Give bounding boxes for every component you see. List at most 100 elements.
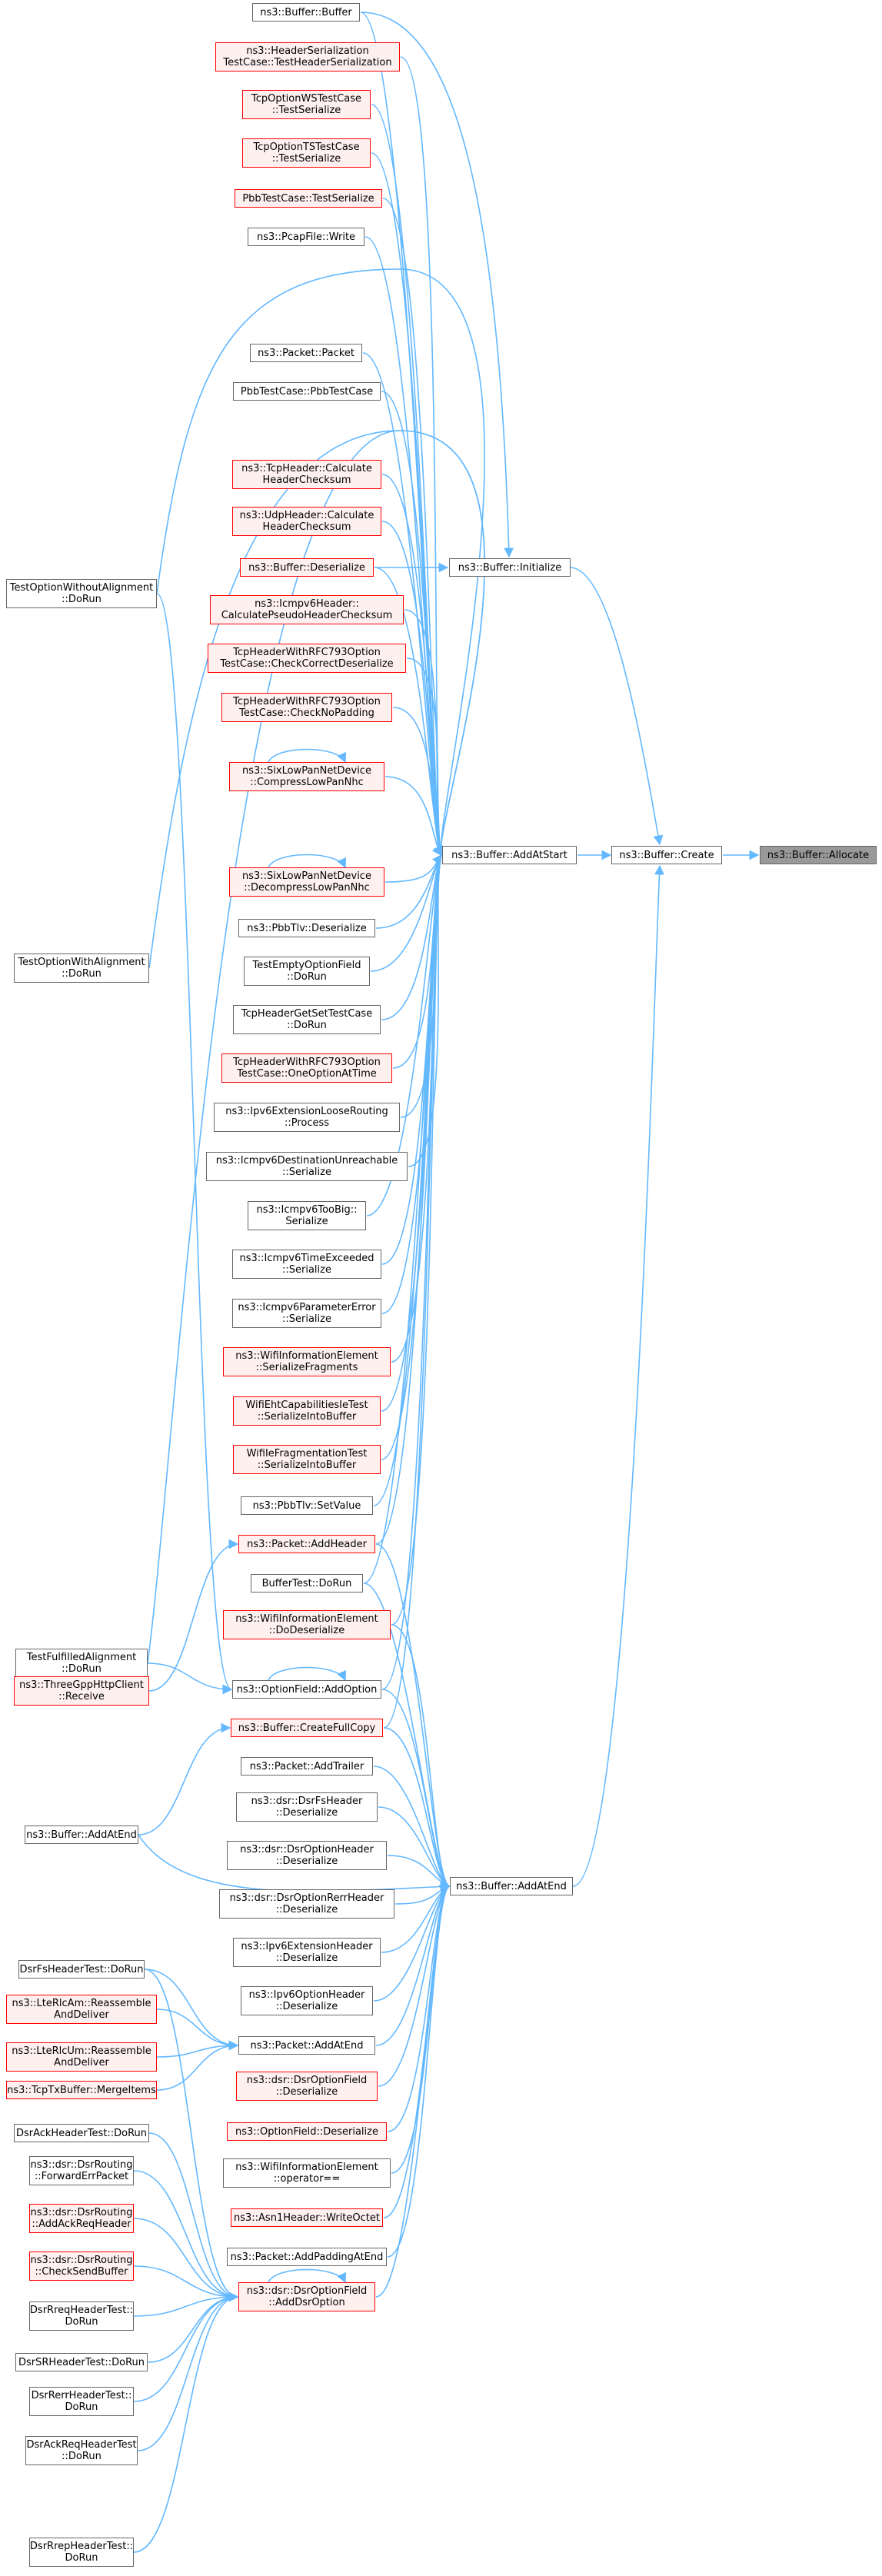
node-wifiserfrag[interactable]: ns3::WifiInformationElement ::SerializeF…	[223, 1347, 391, 1376]
edge-to-addatend-1	[363, 1583, 451, 1888]
node-dsrfstest[interactable]: DsrFsHeaderTest::DoRun	[18, 1960, 145, 1979]
node-dsrfwderr[interactable]: ns3::dsr::DsrRouting ::ForwardErrPacket	[29, 2156, 134, 2185]
node-bufaddatend2[interactable]: ns3::Buffer::AddAtEnd	[25, 1825, 138, 1844]
node-optfielddeser[interactable]: ns3::OptionField::Deserialize	[227, 2122, 387, 2141]
node-addatend[interactable]: ns3::Buffer::AddAtEnd	[450, 1877, 573, 1895]
node-tcpts[interactable]: TcpOptionTSTestCase ::TestSerialize	[242, 138, 371, 168]
edge-self-loop-2	[268, 1666, 347, 1682]
edge-to-addatstart-22	[366, 854, 442, 1216]
edge-bufaddatend2-createfull	[138, 1722, 231, 1835]
node-dsroptheaderdeser[interactable]: ns3::dsr::DsrOptionHeader ::Deserialize	[227, 1841, 387, 1870]
node-tcp793correct[interactable]: TcpHeaderWithRFC793Option TestCase::Chec…	[208, 644, 406, 673]
edge-self-loop-1	[268, 854, 347, 869]
edge-left-addatstart-0	[156, 268, 485, 857]
edge-to-addatend-3	[381, 1689, 451, 1888]
edge-to-dsraddopt-5	[147, 2291, 239, 2363]
node-tcpwithalign[interactable]: TestOptionWithAlignment ::DoRun	[14, 954, 149, 983]
node-tcpemptyopt[interactable]: TestEmptyOptionField ::DoRun	[244, 957, 370, 986]
node-tcpws[interactable]: TcpOptionWSTestCase ::TestSerialize	[242, 90, 371, 119]
edge-to-dsraddopt-9	[144, 1969, 239, 2302]
node-tcptxmerge[interactable]: ns3::TcpTxBuffer::MergeItems	[6, 2081, 157, 2099]
node-tcpcalc[interactable]: ns3::TcpHeader::Calculate HeaderChecksum	[232, 460, 381, 489]
node-dsrrreptest[interactable]: DsrRrepHeaderTest:: DoRun	[29, 2538, 134, 2567]
node-wifieht[interactable]: WifiEhtCapabilitiesIeTest ::SerializeInt…	[233, 1396, 381, 1426]
node-buftestdorun[interactable]: BufferTest::DoRun	[251, 1574, 363, 1593]
edge-to-pktaddatend-2	[156, 2040, 239, 2091]
node-icmp6param[interactable]: ns3::Icmpv6ParameterError ::Serialize	[232, 1299, 381, 1328]
node-pcapwrite[interactable]: ns3::PcapFile::Write	[248, 228, 364, 246]
node-bufcreatefull[interactable]: ns3::Buffer::CreateFullCopy	[231, 1719, 383, 1737]
edge-to-addatstart-30	[363, 854, 442, 1584]
edge-to-dsraddopt-1	[133, 2170, 239, 2302]
node-sixcompress[interactable]: ns3::SixLowPanNetDevice ::CompressLowPan…	[229, 762, 384, 791]
node-dsrrreqtest[interactable]: DsrRreqHeaderTest:: DoRun	[29, 2301, 134, 2331]
edge-to-dsraddopt-7	[137, 2291, 239, 2451]
node-bufdeser[interactable]: ns3::Buffer::Deserialize	[240, 558, 374, 577]
edge-to-pktaddatend-0	[156, 2009, 239, 2051]
node-wifiopeq[interactable]: ns3::WifiInformationElement ::operator==	[223, 2158, 391, 2188]
node-dsraddopt[interactable]: ns3::dsr::DsrOptionField ::AddDsrOption	[238, 2282, 375, 2311]
node-allocate[interactable]: ns3::Buffer::Allocate	[760, 846, 877, 864]
node-tcp793nopad[interactable]: TcpHeaderWithRFC793Option TestCase::Chec…	[221, 693, 392, 722]
node-tcpfulfilled[interactable]: TestFulfilledAlignment ::DoRun	[15, 1649, 148, 1678]
node-wifidodeser[interactable]: ns3::WifiInformationElement ::DoDeserial…	[223, 1610, 391, 1639]
node-wifiiefrag[interactable]: WifiIeFragmentationTest ::SerializeIntoB…	[233, 1445, 381, 1474]
node-optaddoption[interactable]: ns3::OptionField::AddOption	[232, 1680, 381, 1699]
node-hdrser[interactable]: ns3::HeaderSerialization TestCase::TestH…	[215, 42, 400, 72]
node-ipv6optdeser[interactable]: ns3::Ipv6OptionHeader ::Deserialize	[241, 1986, 373, 2015]
node-pktpkt[interactable]: ns3::Packet::Packet	[250, 344, 362, 362]
node-dsrfsdeser[interactable]: ns3::dsr::DsrFsHeader ::Deserialize	[236, 1792, 378, 1822]
node-ipv6extdeser[interactable]: ns3::Ipv6ExtensionHeader ::Deserialize	[233, 1938, 381, 1967]
edge-to-addatend-11	[375, 1885, 451, 2046]
node-dsrchecksend[interactable]: ns3::dsr::DsrRouting ::CheckSendBuffer	[29, 2252, 134, 2281]
node-dsrrerrtest[interactable]: DsrRerrHeaderTest:: DoRun	[29, 2387, 134, 2416]
node-pbbser[interactable]: PbbTestCase::TestSerialize	[235, 189, 382, 208]
node-dsracktest[interactable]: DsrAckHeaderTest::DoRun	[14, 2124, 149, 2142]
graph-edges	[133, 12, 760, 2553]
edge-to-addatstart-18	[381, 854, 442, 1020]
node-lteum[interactable]: ns3::LteRlcUm::Reassemble AndDeliver	[6, 2042, 157, 2072]
edge-to-addatstart-13	[392, 707, 442, 857]
node-threegpp[interactable]: ns3::ThreeGppHttpClient ::Receive	[14, 1676, 149, 1706]
node-addatstart[interactable]: ns3::Buffer::AddAtStart	[442, 846, 577, 864]
node-icmp6dest[interactable]: ns3::Icmpv6DestinationUnreachable ::Seri…	[206, 1152, 408, 1181]
node-dsraddackreq[interactable]: ns3::dsr::DsrRouting ::AddAckReqHeader	[29, 2204, 134, 2233]
edge-to-addatstart-9	[381, 521, 442, 857]
node-dsrrerrdeser[interactable]: ns3::dsr::DsrOptionRerrHeader ::Deserial…	[219, 1889, 394, 1919]
node-create[interactable]: ns3::Buffer::Create	[611, 846, 722, 864]
node-icmp6toobig[interactable]: ns3::Icmpv6TooBig:: Serialize	[248, 1201, 366, 1230]
edge-self-loop-3	[268, 2268, 347, 2284]
node-tcphdrgetset[interactable]: TcpHeaderGetSetTestCase ::DoRun	[233, 1005, 381, 1034]
node-pktaddtrailer[interactable]: ns3::Packet::AddTrailer	[241, 1757, 373, 1776]
node-udpcalc[interactable]: ns3::UdpHeader::Calculate HeaderChecksum	[232, 507, 381, 536]
edge-to-optaddoption-0	[147, 1662, 233, 1695]
node-sixdecompress[interactable]: ns3::SixLowPanNetDevice ::DecompressLowP…	[229, 867, 384, 897]
edge-to-addatend-4	[383, 1727, 451, 1888]
node-pktaddheader[interactable]: ns3::Packet::AddHeader	[238, 1535, 375, 1553]
node-pbbtlvset[interactable]: ns3::PbbTlv::SetValue	[241, 1496, 373, 1515]
edge-to-pktaddatend-3	[144, 1969, 239, 2051]
node-icmp6timeex[interactable]: ns3::Icmpv6TimeExceeded ::Serialize	[232, 1250, 381, 1279]
edge-to-optaddoption-1	[156, 593, 233, 1695]
node-pbbctor[interactable]: PbbTestCase::PbbTestCase	[233, 382, 381, 401]
node-dsroptfielddeser[interactable]: ns3::dsr::DsrOptionField ::Deserialize	[236, 2072, 378, 2101]
edge-bufbuffer-initialize	[360, 12, 514, 558]
node-tcp793oneopt[interactable]: TcpHeaderWithRFC793Option TestCase::OneO…	[221, 1053, 392, 1083]
node-tcpwithoutalign[interactable]: TestOptionWithoutAlignment ::DoRun	[6, 579, 157, 608]
node-initialize[interactable]: ns3::Buffer::Initialize	[449, 558, 571, 577]
edge-to-dsraddopt-4	[133, 2291, 239, 2317]
edge-to-dsraddopt-0	[148, 2132, 239, 2302]
node-icmp6pseudo[interactable]: ns3::Icmpv6Header:: CalculatePseudoHeade…	[210, 595, 404, 624]
edge-to-dsraddopt-2	[133, 2218, 239, 2302]
node-dsrackreqtest[interactable]: DsrAckReqHeaderTest ::DoRun	[25, 2436, 138, 2465]
node-asn1write[interactable]: ns3::Asn1Header::WriteOctet	[231, 2208, 383, 2227]
node-pktaddpadding[interactable]: ns3::Packet::AddPaddingAtEnd	[227, 2248, 387, 2266]
node-lteam[interactable]: ns3::LteRlcAm::Reassemble AndDeliver	[6, 1995, 157, 2024]
node-pktaddatend[interactable]: ns3::Packet::AddAtEnd	[238, 2036, 375, 2055]
edge-threegpp-addheader	[148, 1539, 239, 1692]
edge-to-dsraddopt-3	[133, 2265, 239, 2302]
node-pbbtlvdeser[interactable]: ns3::PbbTlv::Deserialize	[238, 919, 375, 937]
node-bufbuffer[interactable]: ns3::Buffer::Buffer	[252, 3, 360, 22]
node-dsrsrtest[interactable]: DsrSRHeaderTest::DoRun	[15, 2353, 148, 2371]
node-ipv6loose[interactable]: ns3::Ipv6ExtensionLooseRouting ::Process	[214, 1103, 400, 1132]
